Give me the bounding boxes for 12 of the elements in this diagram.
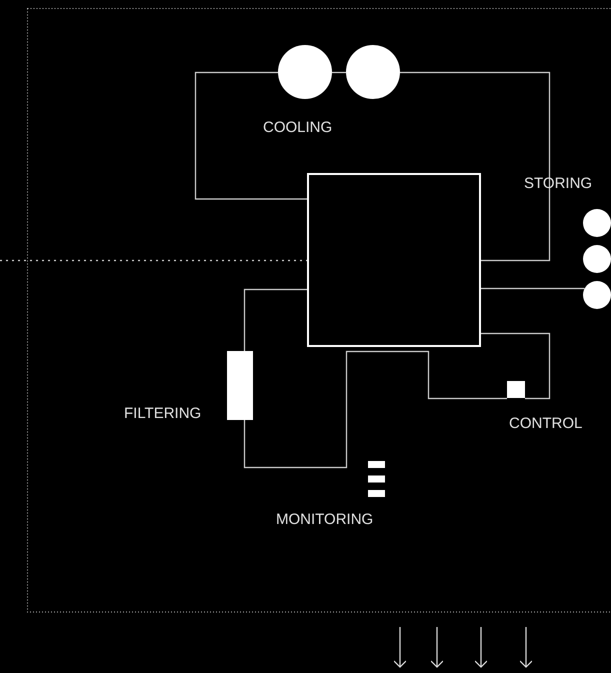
- connector-line: [244, 350, 507, 468]
- connector-line: [332, 72, 346, 74]
- connector-line: [400, 72, 550, 262]
- component-label: FILTERING: [124, 405, 202, 423]
- dotted-line: [0, 260, 307, 262]
- component-label: CONTROL: [509, 415, 582, 433]
- component-label: MONITORING: [276, 511, 374, 529]
- connector-line: [244, 288, 307, 351]
- component-label: COOLING: [263, 119, 332, 137]
- connector-line: [481, 288, 585, 290]
- connector-line: [481, 332, 550, 400]
- connector-line: [194, 72, 307, 200]
